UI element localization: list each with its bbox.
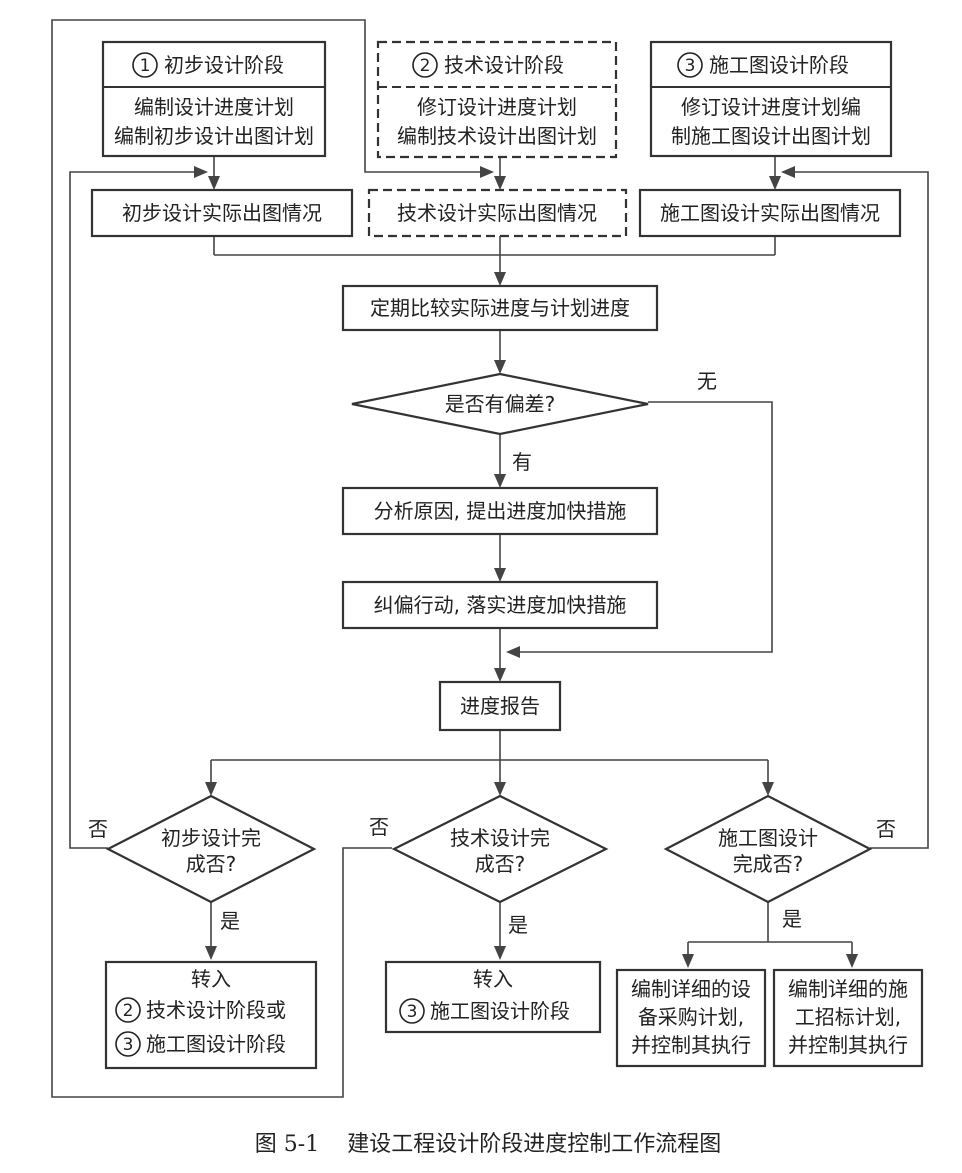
stage-3-number: 3 xyxy=(685,56,696,76)
stage-2-title: 技术设计阶段 xyxy=(444,53,564,77)
outcome-1-box: 转入 2 技术设计阶段或 3 施工图设计阶段 xyxy=(104,960,318,1070)
decision-1-yes-label: 是 xyxy=(220,909,240,933)
analyze-label: 分析原因, 提出进度加快措施 xyxy=(374,499,627,523)
stage-3-plan-line-1: 修订设计进度计划编 xyxy=(681,95,861,119)
outcome-1-line-2: 技术设计阶段或 xyxy=(146,998,286,1022)
decision-1-no-label: 否 xyxy=(88,817,108,841)
arrow-head xyxy=(781,166,795,178)
correct-box: 纠偏行动, 落实进度加快措施 xyxy=(341,580,659,630)
stage-1-plan-line-1: 编制设计进度计划 xyxy=(134,95,294,119)
outcome-1-line-1: 转入 xyxy=(191,967,231,991)
decision-2-yes-label: 是 xyxy=(508,913,528,937)
arrow-head xyxy=(762,782,774,796)
outcome-3-line-2: 备采购计划, xyxy=(638,1005,744,1029)
stage-3-box: 3 施工图设计阶段 修订设计进度计划编 制施工图设计出图计划 xyxy=(649,40,893,158)
decision-1: 初步设计完 成否? xyxy=(105,794,317,904)
arrow-head xyxy=(494,176,506,190)
arrow-head xyxy=(494,668,506,682)
outcome-2-number-3-circle xyxy=(399,998,425,1024)
arrow-head xyxy=(494,782,506,796)
decision-3-no-label: 否 xyxy=(876,817,896,841)
outcome-4-box: 编制详细的施 工招标计划, 并控制其执行 xyxy=(772,968,924,1068)
stage-1-actual-box: 初步设计实际出图情况 xyxy=(90,188,354,238)
stage-2-plan-line-2: 编制技术设计出图计划 xyxy=(397,124,597,148)
deviation-decision: 是否有偏差? xyxy=(351,372,649,436)
arrow-head xyxy=(194,166,208,178)
stage-2-box: 2 技术设计阶段 修订设计进度计划 编制技术设计出图计划 xyxy=(376,40,618,159)
stage-1-actual-label: 初步设计实际出图情况 xyxy=(122,201,322,225)
decision-3-yes-label: 是 xyxy=(782,907,802,931)
stage-2-actual-box: 技术设计实际出图情况 xyxy=(367,188,628,238)
decision-3: 施工图设计 完成否? xyxy=(663,794,873,904)
stage-3-actual-box: 施工图设计实际出图情况 xyxy=(638,188,902,238)
arrow-head xyxy=(494,360,506,374)
arrow-head xyxy=(494,946,506,960)
stage-1-box: 1 初步设计阶段 编制设计进度计划 编制初步设计出图计划 xyxy=(101,40,327,158)
outcome-1-line-3: 施工图设计阶段 xyxy=(146,1032,286,1056)
decision-1-line-1: 初步设计完 xyxy=(161,826,261,850)
arrow-head xyxy=(480,166,494,178)
arrow-head xyxy=(494,568,506,582)
outcome-4-line-3: 并控制其执行 xyxy=(788,1033,908,1057)
connectors xyxy=(51,19,929,1098)
arrow-head xyxy=(506,646,520,658)
outcome-1-number-3-circle xyxy=(115,1031,141,1057)
decision-2: 技术设计完 成否? xyxy=(391,794,609,904)
stage-1-plan-line-2: 编制初步设计出图计划 xyxy=(114,124,314,148)
arrow-heads xyxy=(194,166,858,968)
outcome-3-line-3: 并控制其执行 xyxy=(631,1033,751,1057)
label-none: 无 xyxy=(697,369,717,393)
compare-label: 定期比较实际进度与计划进度 xyxy=(370,296,630,320)
arrow-head xyxy=(494,474,506,488)
outcome-3-line-1: 编制详细的设 xyxy=(631,977,751,1001)
decision-2-line-2: 成否? xyxy=(475,852,526,876)
analyze-box: 分析原因, 提出进度加快措施 xyxy=(341,486,659,536)
label-has: 有 xyxy=(512,450,532,474)
stage-2-actual-label: 技术设计实际出图情况 xyxy=(397,201,597,225)
decision-2-no-label: 否 xyxy=(369,815,389,839)
stage-1-number-circle xyxy=(132,52,158,78)
outcome-2-line-2: 施工图设计阶段 xyxy=(430,999,570,1023)
outcome-2-line-1: 转入 xyxy=(473,967,513,991)
decision-3-line-2: 完成否? xyxy=(733,852,804,876)
decision-1-line-2: 成否? xyxy=(186,852,237,876)
stage-3-number-circle xyxy=(677,52,703,78)
stage-2-plan-line-1: 修订设计进度计划 xyxy=(417,95,577,119)
outcome-1-number-2-circle xyxy=(115,997,141,1023)
stage-3-actual-label: 施工图设计实际出图情况 xyxy=(660,201,880,225)
decision-3-line-1: 施工图设计 xyxy=(718,826,818,850)
outcome-4-line-2: 工招标计划, xyxy=(795,1005,901,1029)
correct-label: 纠偏行动, 落实进度加快措施 xyxy=(374,593,627,617)
report-label: 进度报告 xyxy=(460,694,540,718)
arrow-head xyxy=(494,272,506,286)
outcome-4-line-1: 编制详细的施 xyxy=(788,977,908,1001)
outcome-1-number-3: 3 xyxy=(123,1035,134,1055)
outcome-3-box: 编制详细的设 备采购计划, 并控制其执行 xyxy=(615,968,767,1068)
decision-2-line-1: 技术设计完 xyxy=(450,826,550,850)
arrow-head xyxy=(846,954,858,968)
arrow-head xyxy=(682,954,694,968)
figure-caption: 图 5-1 建设工程设计阶段进度控制工作流程图 xyxy=(255,1132,721,1157)
arrow-head xyxy=(208,176,220,190)
arrow-head xyxy=(205,946,217,960)
stage-3-title: 施工图设计阶段 xyxy=(709,53,849,77)
stage-3-plan-line-2: 制施工图设计出图计划 xyxy=(671,124,871,148)
stage-1-title: 初步设计阶段 xyxy=(164,53,284,77)
outcome-2-box: 转入 3 施工图设计阶段 xyxy=(384,960,602,1034)
outcome-1-number-2: 2 xyxy=(123,1001,134,1021)
compare-box: 定期比较实际进度与计划进度 xyxy=(341,284,659,332)
stage-2-number: 2 xyxy=(420,56,431,76)
report-box: 进度报告 xyxy=(438,680,562,732)
arrow-head xyxy=(205,782,217,796)
stage-1-number: 1 xyxy=(140,56,151,76)
outcome-2-number-3: 3 xyxy=(407,1002,418,1022)
deviation-label: 是否有偏差? xyxy=(445,392,556,416)
arrow-head xyxy=(769,176,781,190)
stage-2-number-circle xyxy=(412,52,438,78)
